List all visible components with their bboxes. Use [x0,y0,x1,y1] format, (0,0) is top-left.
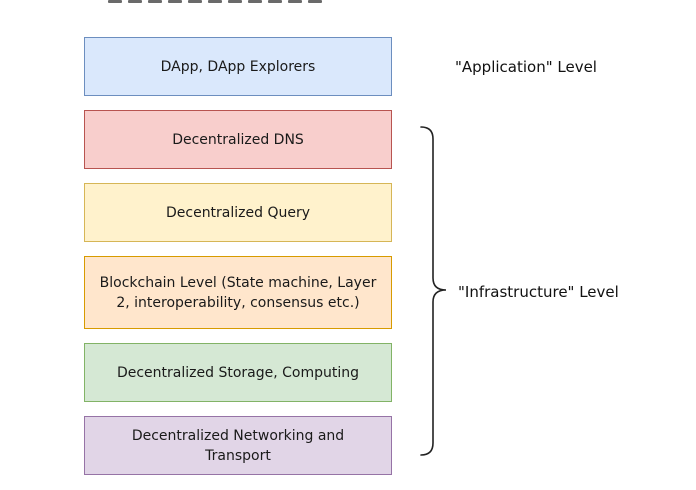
layer-dns-label: Decentralized DNS [172,131,304,148]
application-level-label: "Application" Level [455,58,597,76]
cropped-top-strip [108,0,338,6]
layer-dapp-label: DApp, DApp Explorers [160,58,316,75]
layer-dapp-box: DApp, DApp Explorers [84,37,392,96]
infrastructure-brace [420,126,447,456]
brace-path [420,126,447,456]
layer-query-label: Decentralized Query [165,204,311,221]
layer-storage-box: Decentralized Storage, Computing [84,343,392,402]
layer-blockchain-box: Blockchain Level (State machine, Layer 2… [84,256,392,329]
layer-blockchain-label: Blockchain Level (State machine, Layer 2… [99,274,377,311]
layer-query-box: Decentralized Query [84,183,392,242]
layer-networking-label: Decentralized Networking and Transport [131,427,345,464]
layer-dns-box: Decentralized DNS [84,110,392,169]
layer-storage-label: Decentralized Storage, Computing [116,364,360,381]
layer-networking-box: Decentralized Networking and Transport [84,416,392,475]
infrastructure-level-label: "Infrastructure" Level [458,283,619,301]
